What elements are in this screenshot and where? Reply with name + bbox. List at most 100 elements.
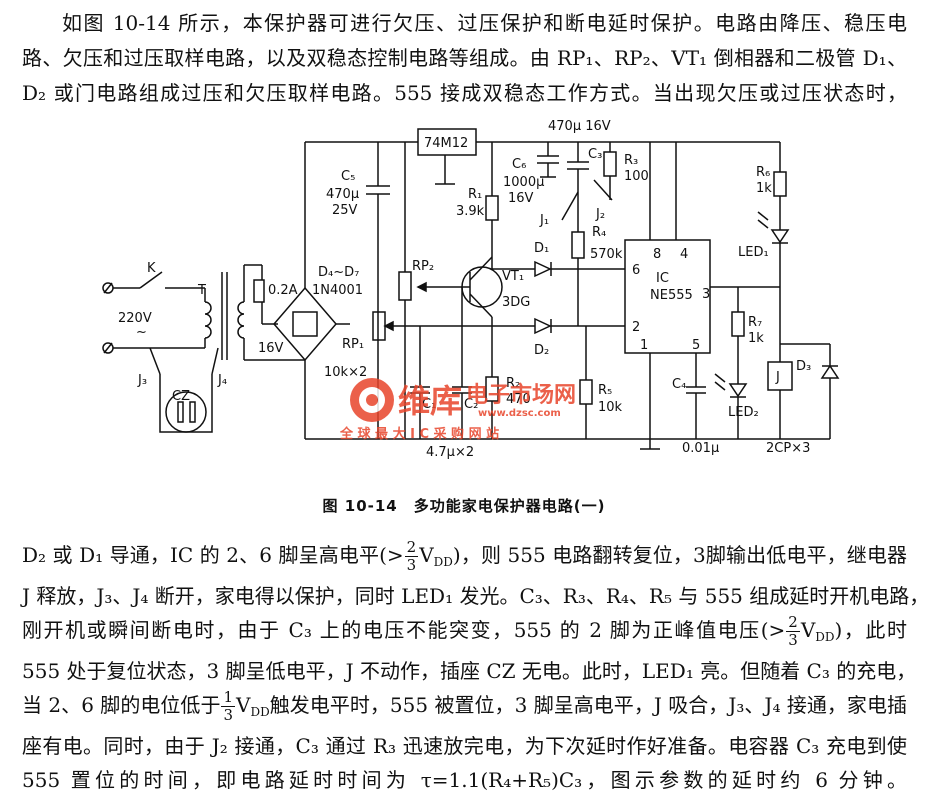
- label-r5-val: 10k: [598, 400, 623, 415]
- watermark-brand: 维库: [398, 382, 462, 420]
- watermark-slogan: 全 球 最 大 I C 采 购 网 站: [339, 426, 499, 442]
- paragraph-intro: 如图 10-14 所示，本保护器可进行欠压、过压保护和断电延时保护。电路由降压、…: [22, 6, 907, 111]
- label-r1: R₁: [468, 187, 482, 202]
- label-c-top: 470μ 16V: [548, 119, 611, 134]
- label-3dg: 3DG: [502, 295, 530, 310]
- label-vt1: VT₁: [502, 269, 524, 284]
- watermark: 维库 电子市场网 www.dzsc.com 全 球 最 大 I C 采 购 网 …: [339, 378, 576, 442]
- circuit-diagram: 74M12 470μ 16V C₅ 470μ 25V C₆ 1000μ 16V …: [102, 119, 840, 460]
- label-led2: LED₂: [728, 405, 759, 420]
- fraction-numerator: 2: [786, 613, 800, 632]
- label-c-val: 4.7μ×2: [426, 445, 474, 460]
- text-line: 如图 10-14 所示，本保护器可进行欠压、过压保护和断电延时保护。电路由降压、…: [62, 11, 907, 35]
- label-d2: D₂: [534, 343, 549, 358]
- label-16v: 16V: [258, 341, 284, 356]
- label-cz: CZ: [172, 389, 190, 404]
- watermark-url: www.dzsc.com: [478, 408, 561, 419]
- label-ic: IC: [656, 271, 669, 286]
- watermark-brand2: 电子市场网: [466, 382, 576, 408]
- label-r7-val: 1k: [748, 331, 764, 346]
- circuit-labels: 74M12 470μ 16V C₅ 470μ 25V C₆ 1000μ 16V …: [118, 119, 811, 460]
- text-line: J 释放，J₃、J₄ 断开，家电得以保护，同时 LED₁ 发光。C₃、R₃、R₄…: [22, 584, 928, 608]
- text-segment: D₂ 或 D₁ 导通，IC 的 2、6 脚呈高电平(>: [22, 543, 404, 567]
- label-pin3: 3: [702, 287, 710, 302]
- label-r2: R₂: [506, 376, 520, 391]
- label-r7: R₇: [748, 315, 762, 330]
- label-c6: C₆: [512, 157, 526, 172]
- text-line: 路、欠压和过压取样电路，以及双稳态控制电路等组成。由 RP₁、RP₂、VT₁ 倒…: [22, 46, 907, 70]
- fraction-denominator: 3: [223, 706, 234, 724]
- subscript: DD: [250, 705, 270, 719]
- label-t: T: [197, 283, 206, 298]
- label-c1: C₁: [422, 397, 436, 412]
- label-r2-val: 470: [506, 392, 531, 407]
- fraction-denominator: 3: [406, 556, 417, 574]
- label-r6: R₆: [756, 165, 770, 180]
- text-segment: 当 2、6 脚的电位低于: [22, 693, 221, 717]
- circuit-wires: [102, 128, 840, 450]
- label-c6-val2: 16V: [508, 191, 534, 206]
- label-pin6: 6: [632, 263, 640, 278]
- text-segment: 触发电平时，555 被置位，3 脚呈高电平，J 吸合，J₃、J₄ 接通，家电插: [269, 693, 907, 717]
- label-j2: J₂: [595, 207, 605, 222]
- label-c5: C₅: [341, 169, 355, 184]
- label-d3: D₃: [796, 359, 811, 374]
- fraction-numerator: 1: [221, 688, 236, 707]
- label-r4: R₄: [592, 225, 606, 240]
- label-j1: J₁: [539, 213, 549, 228]
- text-line: 刚开机或瞬间断电时，由于 C₃ 上的电压不能突变，555 的 2 脚为正峰值电压…: [22, 613, 907, 654]
- text-line: 555 置位的时间，即电路延时时间为 τ=1.1(R₄+R₅)C₃，图示参数的延…: [22, 768, 907, 792]
- label-cp: 2CP×3: [766, 441, 810, 456]
- label-pin1: 1: [640, 338, 648, 353]
- label-fuse: 0.2A: [268, 283, 298, 298]
- label-220v: 220V: [118, 311, 152, 326]
- label-c4: C₄: [672, 377, 686, 392]
- label-d1: D₁: [534, 241, 549, 256]
- label-k: K: [147, 261, 156, 276]
- label-ne555: NE555: [650, 288, 693, 303]
- label-j: J: [775, 370, 780, 385]
- label-rp-val: 10k×2: [324, 365, 367, 380]
- fraction-numerator: 2: [404, 538, 419, 557]
- label-r3: R₃: [624, 153, 638, 168]
- label-rp2: RP₂: [412, 259, 434, 274]
- subscript: DD: [815, 630, 835, 644]
- label-r5: R₅: [598, 383, 612, 398]
- text-segment: V: [419, 543, 434, 567]
- label-pin4: 4: [680, 247, 688, 262]
- watermark-logo-icon: [350, 378, 394, 422]
- text-segment: 刚开机或瞬间断电时，由于 C₃ 上的电压不能突变，555 的 2 脚为正峰值电压…: [22, 618, 786, 642]
- label-c5-val1: 470μ: [326, 187, 359, 202]
- subscript: DD: [433, 555, 453, 569]
- text-segment: )，则 555 电路翻转复位，3脚输出低电平，继电器: [452, 543, 907, 567]
- label-pin2: 2: [632, 320, 640, 335]
- text-line: D₂ 或门电路组成过压和欠压取样电路。555 接成双稳态工作方式。当出现欠压或过…: [22, 81, 907, 105]
- label-tilde: ~: [136, 325, 147, 340]
- label-led1: LED₁: [738, 245, 769, 260]
- label-r6-val: 1k: [756, 181, 772, 196]
- label-j4: J₄: [217, 373, 227, 388]
- label-pin5: 5: [692, 338, 700, 353]
- label-c3: C₃: [588, 147, 602, 162]
- text-segment: V: [236, 693, 251, 717]
- figure-caption: 图 10-14 多功能家电保护器电路(一): [322, 497, 606, 515]
- text-line: 座有电。同时，由于 J₂ 接通，C₃ 通过 R₃ 迅速放完电，为下次延时作好准备…: [22, 734, 907, 758]
- label-diode-type: 1N4001: [312, 283, 363, 298]
- label-r4-val: 570k: [590, 247, 623, 262]
- fraction-denominator: 3: [788, 631, 798, 649]
- label-c5-val2: 25V: [332, 203, 358, 218]
- label-rp1: RP₁: [342, 337, 364, 352]
- text-line: 555 处于复位状态，3 脚呈低电平，J 不动作，插座 CZ 无电。此时，LED…: [22, 659, 917, 683]
- label-c4-val: 0.01μ: [682, 441, 719, 456]
- text-segment: V: [800, 618, 816, 642]
- label-r3-val: 100: [624, 169, 649, 184]
- label-c2: C₂: [464, 397, 478, 412]
- label-74m12: 74M12: [424, 136, 468, 151]
- label-r1-val: 3.9k: [456, 204, 485, 219]
